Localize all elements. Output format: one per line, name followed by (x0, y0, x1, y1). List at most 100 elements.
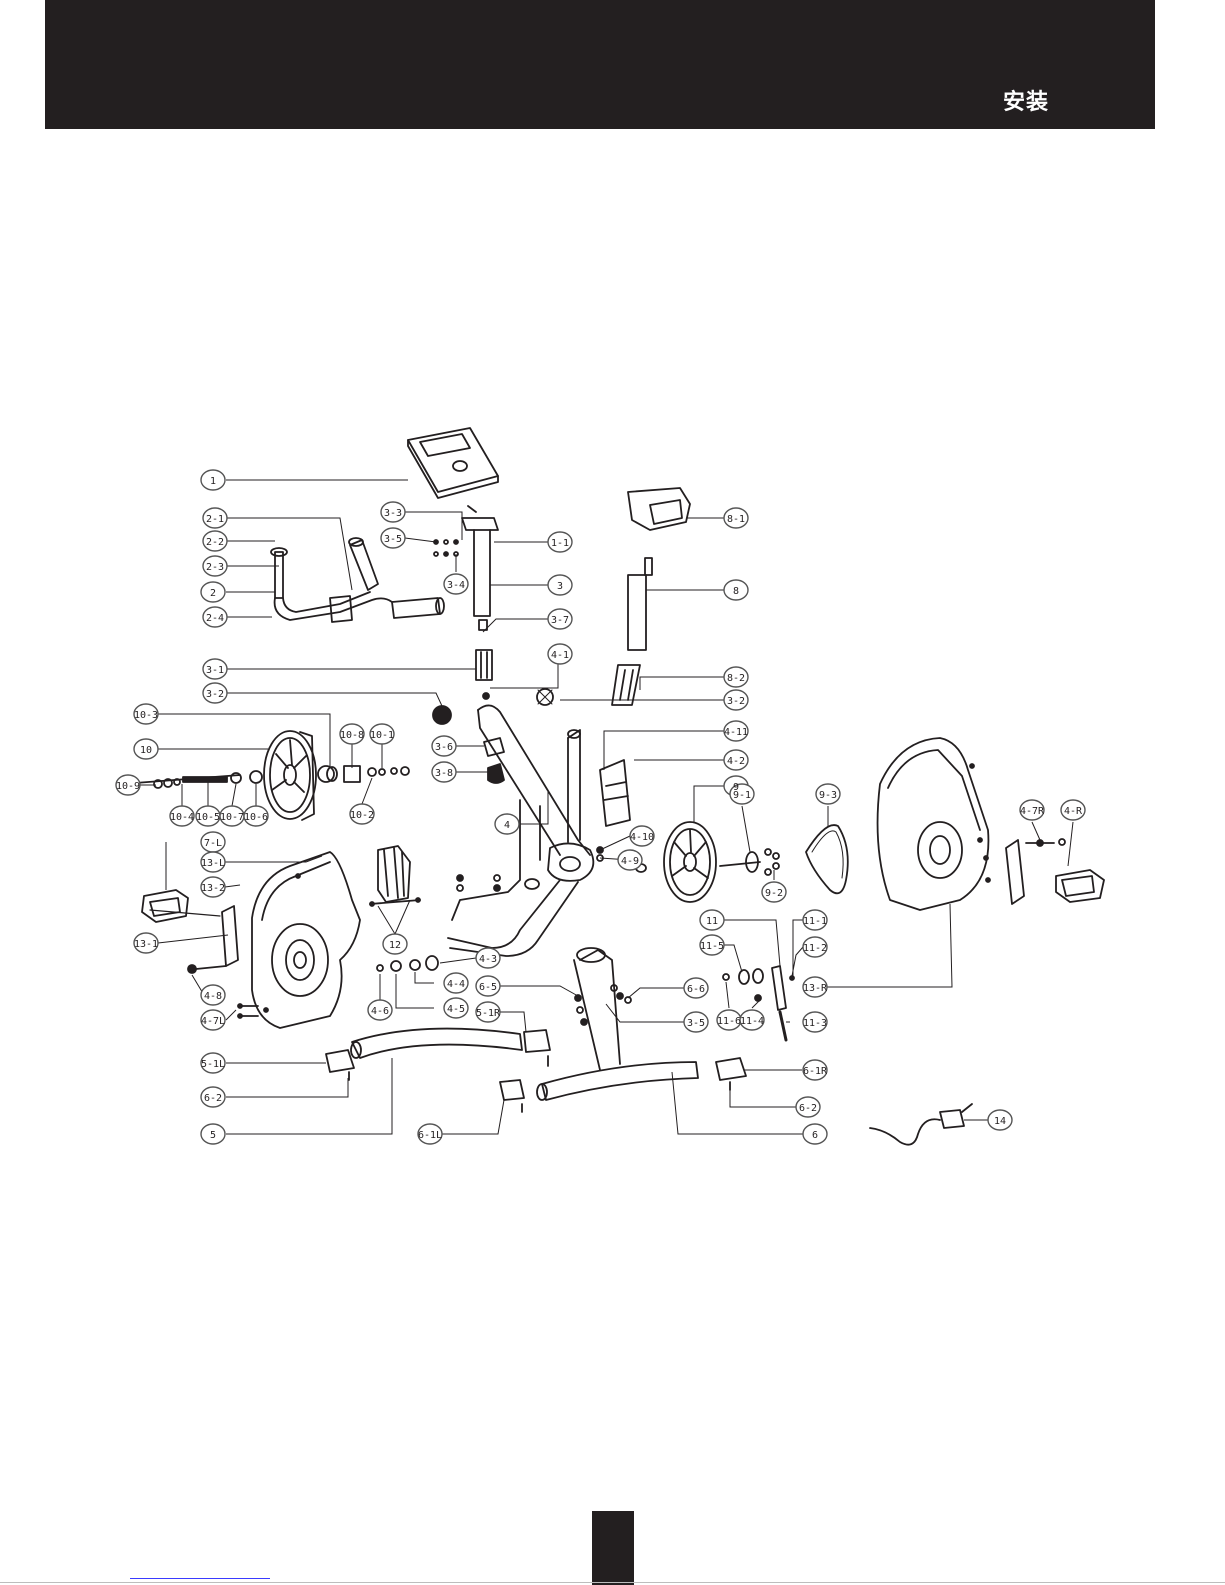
callout-bubble (699, 909, 725, 931)
callout-bubble (723, 507, 749, 529)
frame-bolts (456, 846, 604, 892)
callout-bubble (133, 932, 159, 954)
callout-bubble (169, 805, 195, 827)
right-crank-pedal-part (1005, 838, 1105, 905)
callout-bubble (200, 1052, 226, 1074)
callout-bubble (802, 1011, 828, 1033)
left-cover-part (251, 851, 361, 1029)
callout-bubble (1019, 799, 1045, 821)
callout-bubble (243, 805, 269, 827)
callout-bubble (380, 527, 406, 549)
power-adapter-part (869, 1103, 973, 1146)
callout-label: 10-7 (220, 812, 244, 823)
callout-label: 6-2 (204, 1093, 222, 1104)
callout-label: 4-11 (724, 727, 748, 738)
callout-bubble (443, 997, 469, 1019)
callout-label: 4-3 (479, 954, 497, 965)
callout-label: 9-2 (765, 888, 783, 899)
callout-bubble (802, 1059, 828, 1081)
callout-bubble (475, 1001, 501, 1023)
callout-bubble (815, 783, 841, 805)
callout-label: 9-3 (819, 790, 837, 801)
callout-bubble (723, 579, 749, 601)
callout-bubble (987, 1109, 1013, 1131)
callout-label: 11-3 (803, 1018, 827, 1029)
callout-bubble (443, 972, 469, 994)
callout-label: 5-1L (201, 1059, 225, 1070)
callout-bubble (739, 1009, 765, 1031)
callout-bubble (200, 1123, 226, 1145)
flywheel-part (263, 730, 317, 821)
right-cover-part (876, 737, 991, 911)
callout-label: 10-8 (340, 730, 364, 741)
callout-label: 6-5 (479, 982, 497, 993)
callout-label: 4-10 (630, 832, 654, 843)
callout-label: 6-1L (418, 1130, 442, 1141)
callout-bubble (202, 658, 228, 680)
callout-label: 13-2 (201, 883, 225, 894)
callout-label: 4-7R (1020, 806, 1045, 817)
callout-label: 4-4 (447, 979, 465, 990)
tension-part-11 (722, 965, 795, 1042)
top-fasteners (433, 539, 490, 700)
callout-bubble (369, 723, 395, 745)
callout-bubble (723, 689, 749, 711)
callout-label: 3-8 (435, 768, 453, 779)
callout-label: 11-1 (803, 916, 827, 927)
callout-label: 14 (994, 1116, 1006, 1127)
callout-bubble (382, 933, 408, 955)
callout-bubble (723, 720, 749, 742)
callout-label: 4-7L (201, 1016, 225, 1027)
stabilizer-bolts (574, 984, 632, 1026)
footer-rule (0, 1582, 1225, 1583)
callout-label: 5 (210, 1130, 216, 1141)
callout-bubble (431, 735, 457, 757)
brake-3-6 (483, 737, 505, 757)
callout-label: 1 (210, 476, 216, 487)
callout-bubble (617, 849, 643, 871)
callout-label: 10-9 (116, 781, 140, 792)
callout-bubble (547, 531, 573, 553)
callout-label: 9-1 (733, 790, 751, 801)
callout-bubble (133, 738, 159, 760)
callout-label: 7-L (204, 838, 222, 849)
callout-label: 11 (706, 916, 718, 927)
callout-bubble (802, 909, 828, 931)
callout-bubble (200, 984, 226, 1006)
callout-bubble (729, 783, 755, 805)
callout-bubble (699, 934, 725, 956)
callout-label: 4-2 (727, 756, 745, 767)
callout-bubble (443, 573, 469, 595)
callout-bubble (431, 761, 457, 783)
callout-label: 6-2 (799, 1103, 817, 1114)
footer-link-underline[interactable] (130, 1578, 270, 1579)
callout-bubble (202, 606, 228, 628)
brake-3-8 (487, 763, 505, 784)
knob-3-2-left (432, 705, 452, 725)
callout-bubble (761, 881, 787, 903)
callout-bubble (494, 813, 520, 835)
callout-label: 9 (733, 782, 739, 793)
callout-label: 6 (812, 1130, 818, 1141)
callout-label: 4-5 (447, 1004, 465, 1015)
callout-bubble (802, 976, 828, 998)
callout-bubble (202, 507, 228, 529)
console-part (407, 427, 499, 499)
left-crank-pedal-part (141, 889, 259, 1019)
callout-bubble (795, 1096, 821, 1118)
washers-4-series (376, 955, 439, 972)
callout-label: 3-7 (551, 615, 569, 626)
knob-3-2-right (536, 688, 554, 706)
callout-label: 3-2 (206, 689, 224, 700)
callout-bubble (202, 555, 228, 577)
crank-axle-part (719, 848, 780, 876)
callout-label: 12 (389, 940, 401, 951)
callout-bubble (802, 936, 828, 958)
callout-label: 6-1R (803, 1066, 828, 1077)
callout-label: 10 (140, 745, 152, 756)
header-title: 安装 (1002, 90, 1049, 115)
callout-label: 3-5 (384, 534, 402, 545)
callout-label: 3-3 (384, 508, 402, 519)
callout-label: 13-L (201, 858, 225, 869)
callout-label: 10-1 (370, 730, 394, 741)
